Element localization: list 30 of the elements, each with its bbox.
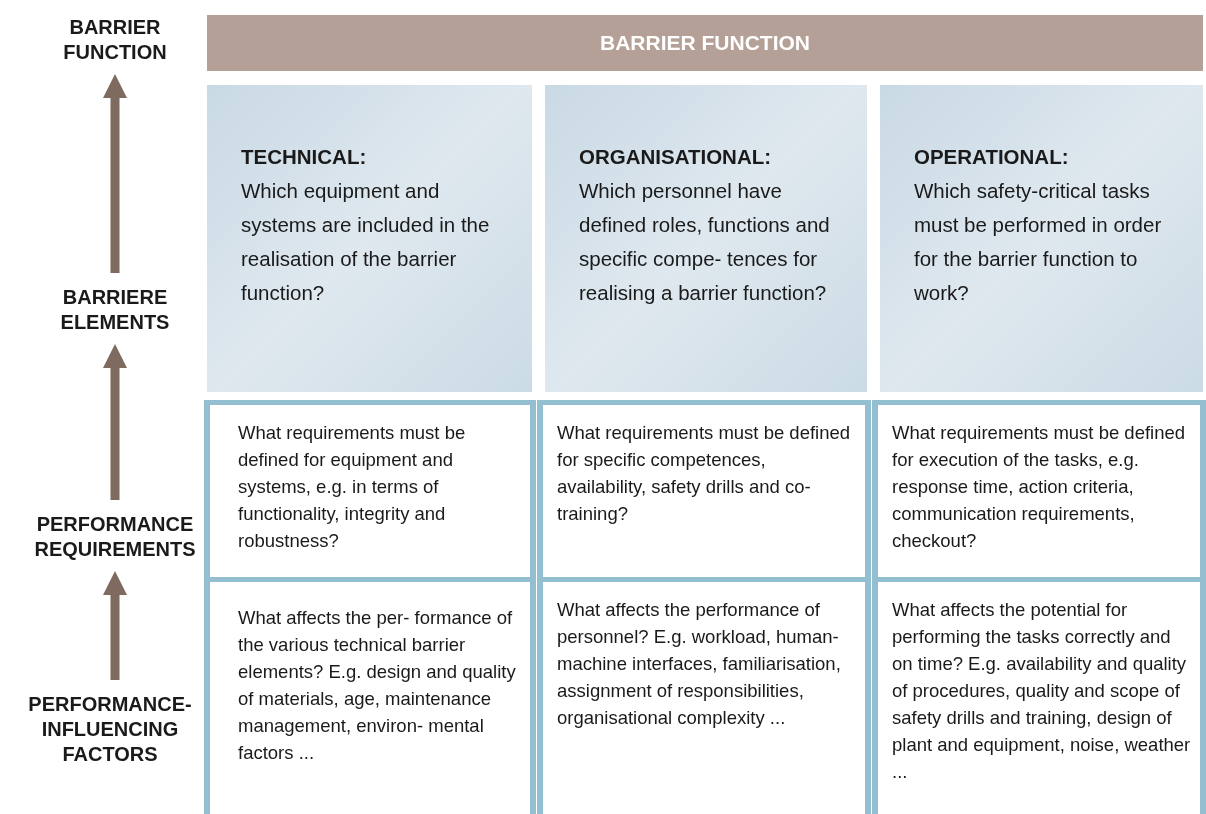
panel-heading: ORGANISATIONAL:: [579, 144, 773, 170]
question-text: What affects the performance of personnel? E.g. workload, human-machine interfaces, familiarisation, assignment of responsibilities, organisational complexity ...: [557, 598, 842, 730]
panel-heading: TECHNICAL:: [241, 144, 368, 170]
row-label: BARRIERE ELEMENTS: [20, 285, 210, 340]
arrow: [103, 571, 127, 680]
question-panel: [880, 85, 1203, 392]
question-text: What requirements must be defined for equipment and systems, e.g. in terms of functionality, integrity and robustness?: [238, 421, 467, 553]
question-text: What affects the potential for performing the tasks correctly and on time? E.g. availability and quality of procedures, quality and scope of safety drills and training, design of plant and equipment, noise, weather ...: [892, 598, 1192, 784]
question-text: What affects the per- formance of the various technical barrier elements? E.g. design and quality of materials, age, maintenance management, environ- mental factors ...: [238, 606, 517, 765]
question-panel: [537, 400, 871, 577]
question-text: What requirements must be defined for execution of the tasks, e.g. response time, action criteria, communication requirements, checkout?: [892, 421, 1187, 553]
question-text: Which equipment and systems are included in the realisation of the barrier function?: [241, 178, 491, 306]
question-panel: [545, 85, 867, 392]
question-panel: [204, 577, 536, 814]
question-panel: [204, 400, 536, 577]
question-text: Which personnel have defined roles, functions and specific compe- tences for realising a barrier function?: [579, 178, 831, 306]
row-label: PERFORMANCE REQUIREMENTS: [15, 512, 215, 567]
bar-title: BARRIER FUNCTION: [600, 31, 810, 55]
arrow: [103, 344, 127, 500]
arrow: [103, 74, 127, 273]
question-text: Which safety-critical tasks must be performed in order for the barrier function to work?: [914, 178, 1163, 306]
question-panel: [537, 577, 871, 814]
header-bar: [207, 15, 1203, 71]
question-panel: [207, 85, 532, 392]
question-text: What requirements must be defined for specific competences, availability, safety drills and co-training?: [557, 421, 852, 526]
panel-heading: OPERATIONAL:: [914, 144, 1070, 170]
row-label: BARRIER FUNCTION: [20, 15, 210, 70]
row-label: PERFORMANCE- INFLUENCING FACTORS: [5, 692, 215, 777]
question-panel: [872, 400, 1206, 577]
question-panel: [872, 577, 1206, 814]
